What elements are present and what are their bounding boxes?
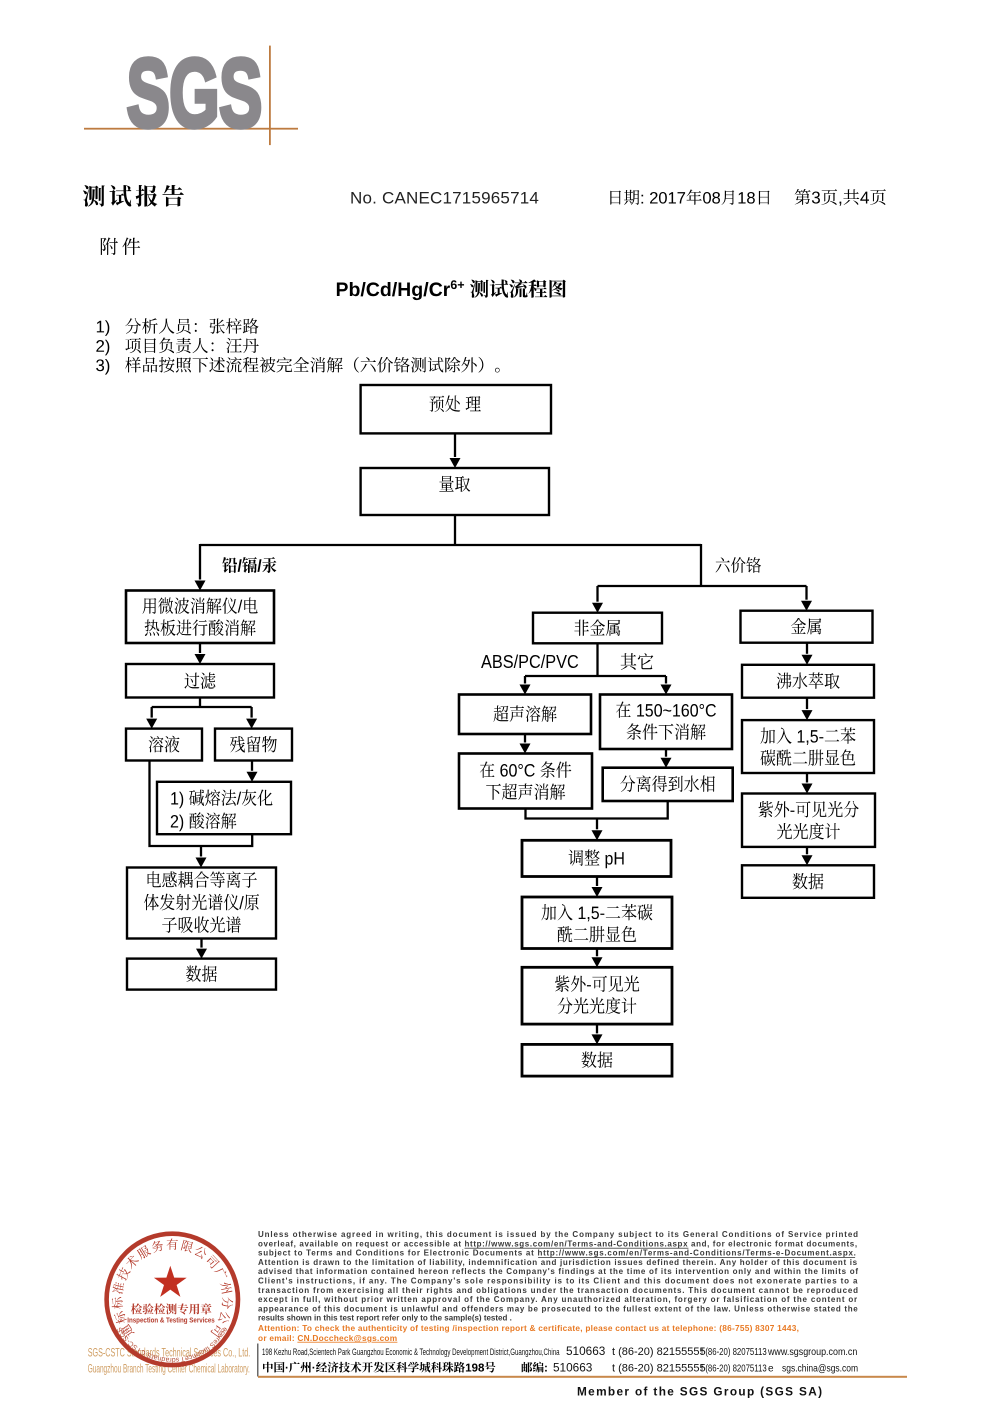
svg-text:or email: CN.Doccheck@sgs.com: or email: CN.Doccheck@sgs.com (258, 1333, 397, 1343)
svg-text:appearance of this document is: appearance of this document is unlawful … (258, 1304, 858, 1313)
svg-text:510663: 510663 (566, 1344, 606, 1358)
svg-text:transaction from exercising al: transaction from exercising all their ri… (258, 1286, 859, 1295)
svg-text:Attention is drawn to the limi: Attention is drawn to the limitation of … (258, 1258, 858, 1267)
svg-text:No. CANEC1715965714: No. CANEC1715965714 (350, 189, 539, 208)
svg-text:SGS: SGS (127, 40, 262, 148)
svg-text:Unless otherwise agreed in wri: Unless otherwise agreed in writing, this… (258, 1230, 859, 1239)
svg-text:Guangzhou Branch Testing Cente: Guangzhou Branch Testing Center Chemical… (88, 1363, 250, 1377)
svg-text:198 Kezhu Road,Scientech Park: 198 Kezhu Road,Scientech Park Guangzhou … (262, 1347, 560, 1358)
svg-text:e: e (768, 1364, 774, 1375)
svg-text:Attention: To check the authen: Attention: To check the authenticity of … (258, 1323, 799, 1333)
svg-text:f (86-20) 82075113: f (86-20) 82075113 (701, 1363, 767, 1374)
svg-text:advised that information conta: advised that information contained hereo… (258, 1267, 859, 1276)
svg-text:overleaf, available on request: overleaf, available on request or access… (258, 1239, 858, 1248)
svg-text:t (86-20) 82155555: t (86-20) 82155555 (612, 1346, 706, 1358)
svg-text:except in full, without prior: except in full, without prior written ap… (258, 1295, 858, 1304)
svg-text:www.sgsgroup.com.cn: www.sgsgroup.com.cn (767, 1347, 857, 1359)
svg-text:Member of the SGS Group (SGS S: Member of the SGS Group (SGS SA) (577, 1385, 823, 1399)
svg-text:Inspection & Testing Services: Inspection & Testing Services (127, 1317, 215, 1325)
svg-text:ABS/PC/PVC: ABS/PC/PVC (481, 651, 579, 672)
svg-text:f (86-20) 82075113: f (86-20) 82075113 (701, 1346, 767, 1357)
svg-text:subject to Terms and Condition: subject to Terms and Conditions for Elec… (258, 1249, 857, 1258)
svg-text:results shown in this test rep: results shown in this test report refer … (258, 1314, 512, 1323)
svg-text:sgs.china@sgs.com: sgs.china@sgs.com (782, 1363, 858, 1374)
svg-text:Client's instructions, if any.: Client's instructions, if any. The Compa… (258, 1277, 858, 1286)
svg-text:510663: 510663 (553, 1361, 593, 1375)
svg-text:t (86-20) 82155555: t (86-20) 82155555 (612, 1363, 706, 1375)
